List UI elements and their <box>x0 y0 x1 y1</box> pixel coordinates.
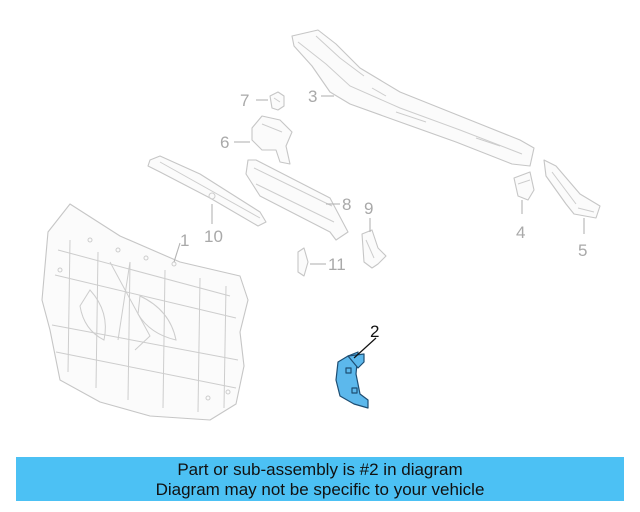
part-7-clip[interactable] <box>269 91 285 111</box>
callout-11[interactable]: 11 <box>328 255 346 274</box>
info-banner: Part or sub-assembly is #2 in diagram Di… <box>16 457 624 501</box>
callout-10[interactable]: 10 <box>204 227 223 246</box>
part-5-angled-support[interactable] <box>543 159 601 219</box>
callout-8[interactable]: 8 <box>342 195 351 214</box>
part-2-highlighted-bracket[interactable] <box>335 351 369 409</box>
callout-3[interactable]: 3 <box>308 87 317 106</box>
banner-line-2: Diagram may not be specific to your vehi… <box>155 480 485 499</box>
callout-6[interactable]: 6 <box>220 133 229 152</box>
part-8-air-guide[interactable] <box>245 159 349 241</box>
part-1-radiator-support[interactable] <box>41 203 249 421</box>
part-6-bracket[interactable] <box>251 115 293 165</box>
parts-diagram: 1 3 7 6 10 8 9 <box>41 29 601 421</box>
part-11-strip[interactable] <box>297 247 309 277</box>
callout-2[interactable]: 2 <box>370 322 379 341</box>
callout-5[interactable]: 5 <box>578 241 587 260</box>
part-10-crossbar[interactable] <box>147 155 267 227</box>
part-4-bracket[interactable] <box>513 171 535 201</box>
callout-7[interactable]: 7 <box>240 91 249 110</box>
banner-line-1: Part or sub-assembly is #2 in diagram <box>177 460 463 479</box>
callout-9[interactable]: 9 <box>364 199 373 218</box>
callout-1[interactable]: 1 <box>180 231 189 250</box>
callout-4[interactable]: 4 <box>516 223 525 242</box>
leader-1 <box>173 242 181 263</box>
part-9-side-bracket[interactable] <box>361 229 387 269</box>
leader-2 <box>353 337 377 359</box>
part-3-upper-crossmember[interactable] <box>291 29 535 167</box>
